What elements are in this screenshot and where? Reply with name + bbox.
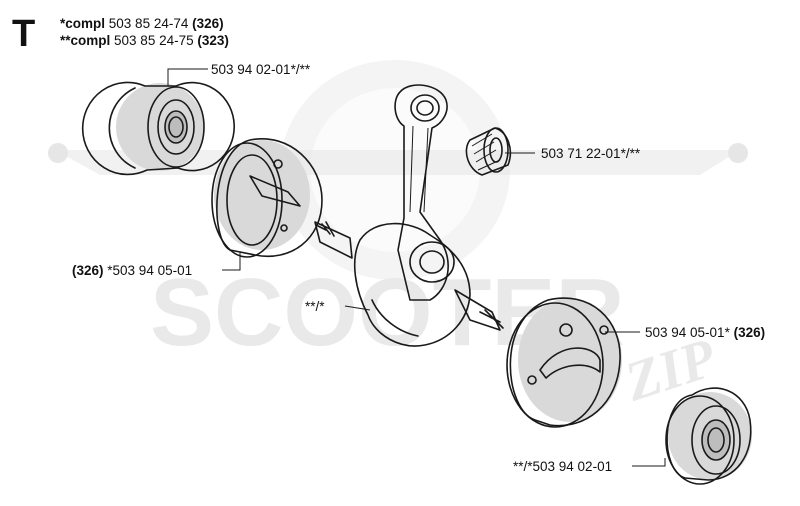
part-label-needle-bearing[interactable]: 503 71 22-01*/**	[541, 146, 641, 161]
assembly-model: (326)	[192, 16, 224, 31]
part-label-crank-half-right[interactable]: 503 94 05-01* (326)	[645, 325, 765, 341]
part-label-crank-half-left[interactable]: (326) *503 94 05-01	[72, 263, 192, 279]
crank-half-left-drawing	[211, 138, 323, 258]
assembly-line-1: *compl 503 85 24-74 (326)	[60, 16, 224, 32]
assembly-prefix: **compl	[60, 33, 111, 48]
part-number: 503 94 05-01*	[645, 325, 730, 340]
needle-bearing-drawing	[465, 127, 512, 176]
assembly-number: 503 85 24-74	[108, 16, 189, 31]
part-label-crankshaft[interactable]: **/*	[305, 299, 325, 314]
assembly-model: (323)	[197, 33, 229, 48]
bearing-bottom-drawing	[665, 387, 752, 485]
part-model: (326)	[72, 263, 104, 278]
part-label-bearing-top[interactable]: 503 94 02-01*/**	[211, 62, 311, 77]
assembly-prefix: *compl	[60, 16, 106, 31]
leader-lines	[167, 68, 666, 467]
part-model: (326)	[733, 325, 766, 340]
assembly-line-2: **compl 503 85 24-75 (323)	[60, 33, 229, 49]
part-label-bearing-bottom[interactable]: **/*503 94 02-01	[513, 459, 613, 474]
part-number: *503 94 05-01	[107, 263, 193, 278]
section-letter: T	[12, 13, 36, 55]
assembly-number: 503 85 24-75	[114, 33, 194, 48]
crank-half-right-drawing	[506, 297, 622, 428]
bearing-top-drawing	[81, 81, 235, 176]
